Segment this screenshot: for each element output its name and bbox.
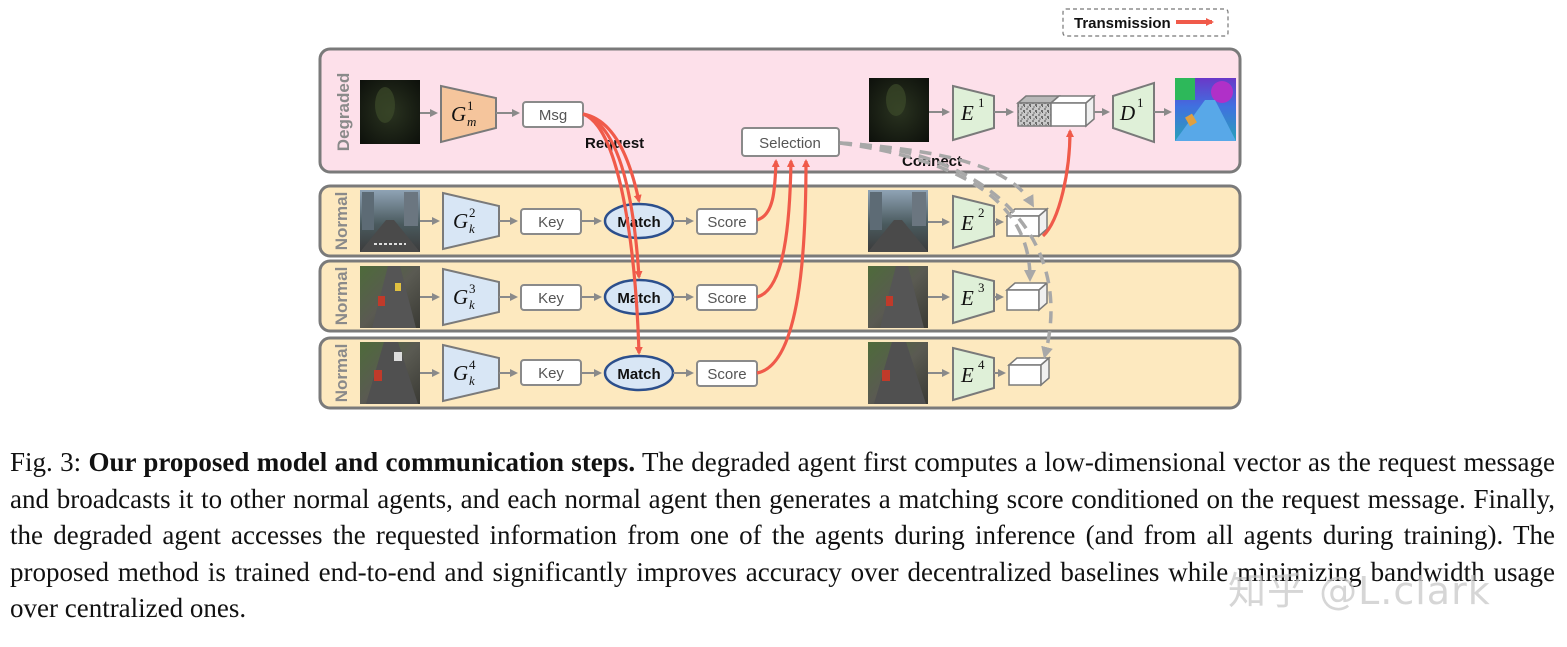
svg-text:2: 2 <box>469 205 476 220</box>
score-arrows <box>756 159 810 375</box>
score-box-2 <box>696 208 758 235</box>
svg-text:E: E <box>960 363 974 387</box>
normal-panel-3: Normal <box>318 336 1242 410</box>
svg-text:Score: Score <box>707 366 746 383</box>
svg-text:Match: Match <box>617 290 660 307</box>
svg-text:E: E <box>960 101 974 125</box>
encoder-e2 <box>952 194 995 250</box>
svg-text:Match: Match <box>617 366 660 383</box>
row-label-normal-3: Normal <box>332 344 351 403</box>
svg-text:m: m <box>467 114 476 129</box>
connect-label: Connect <box>902 153 962 170</box>
svg-text:Key: Key <box>538 214 564 231</box>
encoder-e4 <box>952 346 995 402</box>
degraded-output-image <box>869 78 929 142</box>
svg-text:Msg: Msg <box>539 107 567 124</box>
svg-text:G: G <box>453 209 468 233</box>
svg-text:Score: Score <box>707 290 746 307</box>
svg-text:G: G <box>453 361 468 385</box>
svg-text:k: k <box>469 373 475 388</box>
normal-input-image-4 <box>360 342 420 404</box>
figure-caption: Fig. 3: Our proposed model and communica… <box>10 444 1555 627</box>
encoder-g2k <box>442 191 500 251</box>
fused-feature-block <box>1016 94 1096 128</box>
svg-text:Key: Key <box>538 290 564 307</box>
decoder-d1: D 1 <box>1112 81 1155 144</box>
feature-transmission-arrow <box>1041 129 1074 238</box>
transmission-legend: Transmission <box>1062 8 1229 37</box>
svg-text:Selection: Selection <box>759 135 821 152</box>
encoder-g3k <box>442 267 500 327</box>
svg-text:Match: Match <box>617 214 660 231</box>
request-label: Request <box>585 135 644 152</box>
score-box-4 <box>696 360 758 387</box>
feature-block-4 <box>1007 356 1051 387</box>
figure-diagram: Transmission Degraded Normal Normal Norm… <box>318 8 1242 410</box>
transmission-label: Transmission <box>1074 15 1171 32</box>
degraded-input-image <box>360 80 420 144</box>
normal-panel-1: Normal <box>318 184 1242 258</box>
svg-text:Key: Key <box>538 365 564 382</box>
normal-row-3: G 4 k Key Match Score E 4 <box>360 342 1051 404</box>
svg-text:1: 1 <box>1137 95 1144 110</box>
encoder-e1: E 1 <box>952 84 995 142</box>
feature-block-3 <box>1005 281 1049 312</box>
row-label-normal-1: Normal <box>332 192 351 251</box>
score-box-3 <box>696 284 758 311</box>
request-arrows <box>582 112 643 355</box>
row-label-degraded: Degraded <box>334 73 353 151</box>
svg-text:3: 3 <box>469 281 476 296</box>
normal-panel-2: Normal <box>318 259 1242 333</box>
svg-text:G: G <box>453 285 468 309</box>
normal-input-image-2 <box>360 190 420 252</box>
svg-text:2: 2 <box>978 205 985 220</box>
selection-box: Selection <box>741 127 840 157</box>
connect-arrows <box>839 141 1053 359</box>
normal-feature-image-2 <box>868 190 928 252</box>
svg-text:4: 4 <box>469 357 476 372</box>
svg-text:1: 1 <box>978 95 985 110</box>
encoder-g1m: G 1 m <box>440 84 497 144</box>
svg-text:E: E <box>960 211 974 235</box>
row-label-normal-2: Normal <box>332 267 351 326</box>
svg-text:k: k <box>469 221 475 236</box>
caption-title: Our proposed model and communication ste… <box>88 447 636 477</box>
svg-text:G: G <box>451 102 466 126</box>
normal-feature-image-3 <box>868 266 928 328</box>
encoder-e3 <box>952 269 995 325</box>
svg-text:E: E <box>960 286 974 310</box>
degraded-panel: Degraded <box>318 47 1242 174</box>
svg-text:1: 1 <box>467 98 474 113</box>
encoder-g4k <box>442 343 500 403</box>
svg-text:D: D <box>1119 101 1135 125</box>
normal-feature-image-4 <box>868 342 928 404</box>
normal-row-2: G 3 k Key Match Score E 3 <box>360 266 1049 328</box>
segmentation-output-image <box>1175 78 1236 141</box>
svg-text:3: 3 <box>978 280 985 295</box>
normal-input-image-3 <box>360 266 420 328</box>
svg-text:4: 4 <box>978 357 985 372</box>
normal-row-1: G 2 k Key Match Score E 2 <box>360 190 1049 252</box>
msg-box: Msg <box>522 101 584 128</box>
svg-text:Score: Score <box>707 214 746 231</box>
svg-text:k: k <box>469 297 475 312</box>
caption-body: The degraded agent first computes a low-… <box>10 447 1556 623</box>
caption-prefix: Fig. 3: <box>10 447 89 477</box>
